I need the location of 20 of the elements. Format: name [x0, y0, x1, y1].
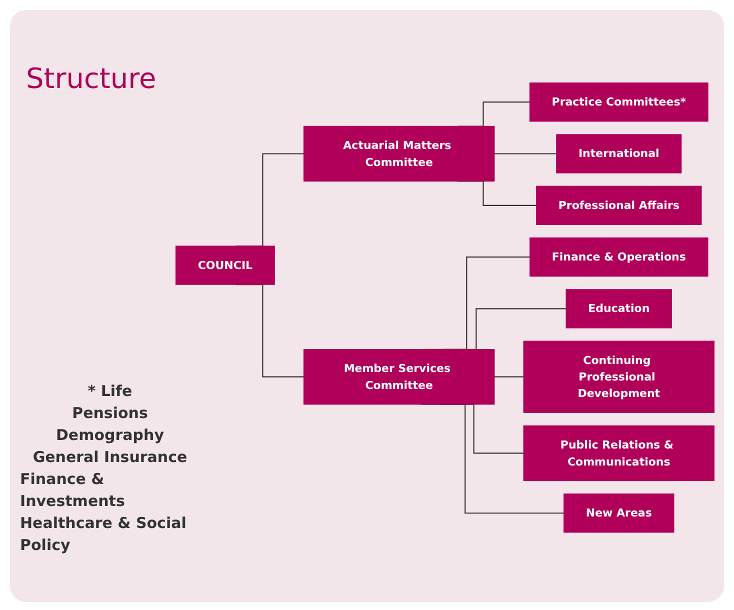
node-box: [176, 246, 275, 285]
node-box: [523, 340, 714, 413]
connector: [494, 153, 556, 154]
node-box: [529, 82, 708, 122]
node-box: [536, 186, 702, 225]
node-box: [566, 289, 672, 328]
node-box: [530, 237, 708, 277]
footnote-text: Finance & Investments: [20, 469, 126, 512]
node-box: [303, 126, 495, 182]
footnote-text: Healthcare & Social Policy: [20, 513, 188, 556]
node-box: [303, 348, 495, 405]
footnote-text: Pensions: [72, 403, 148, 424]
footnote-text: Demography: [56, 425, 164, 446]
node-box: [556, 134, 682, 174]
connector: [494, 376, 524, 378]
footnote-text: * Life: [88, 381, 132, 402]
footnote-text: General Insurance: [32, 447, 188, 468]
node-box: [523, 425, 714, 481]
title: Structure: [26, 62, 156, 95]
node-box: [564, 493, 674, 533]
